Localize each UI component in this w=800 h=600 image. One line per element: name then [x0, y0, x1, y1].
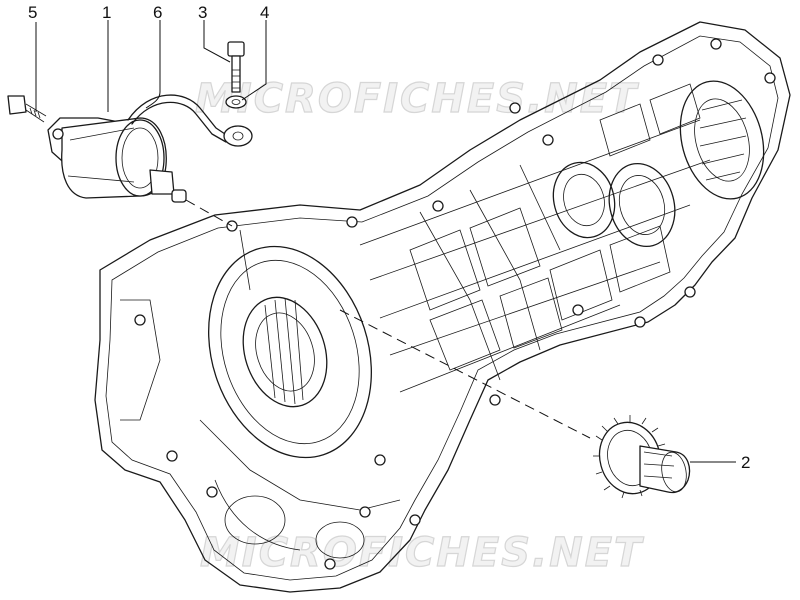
washer: [225, 95, 247, 109]
assembly-line-starter: [185, 199, 233, 227]
callout-6: 6: [153, 3, 162, 22]
bolt: [227, 41, 245, 93]
callout-1: 1: [102, 3, 111, 22]
watermark-bottom: MICROFICHES.NET: [200, 530, 644, 576]
callout-2: 2: [741, 453, 750, 472]
screw: [7, 95, 47, 123]
leader-lines: [35, 20, 736, 463]
ground-cable: [127, 94, 253, 147]
starter-gear: [593, 415, 691, 499]
watermark-top: MICROFICHES.NET: [195, 76, 639, 122]
callout-5: 5: [28, 3, 37, 22]
starter-motor: [47, 117, 187, 203]
crankcase-housing: [94, 21, 791, 593]
callout-3: 3: [198, 3, 207, 22]
callout-4: 4: [260, 3, 269, 22]
